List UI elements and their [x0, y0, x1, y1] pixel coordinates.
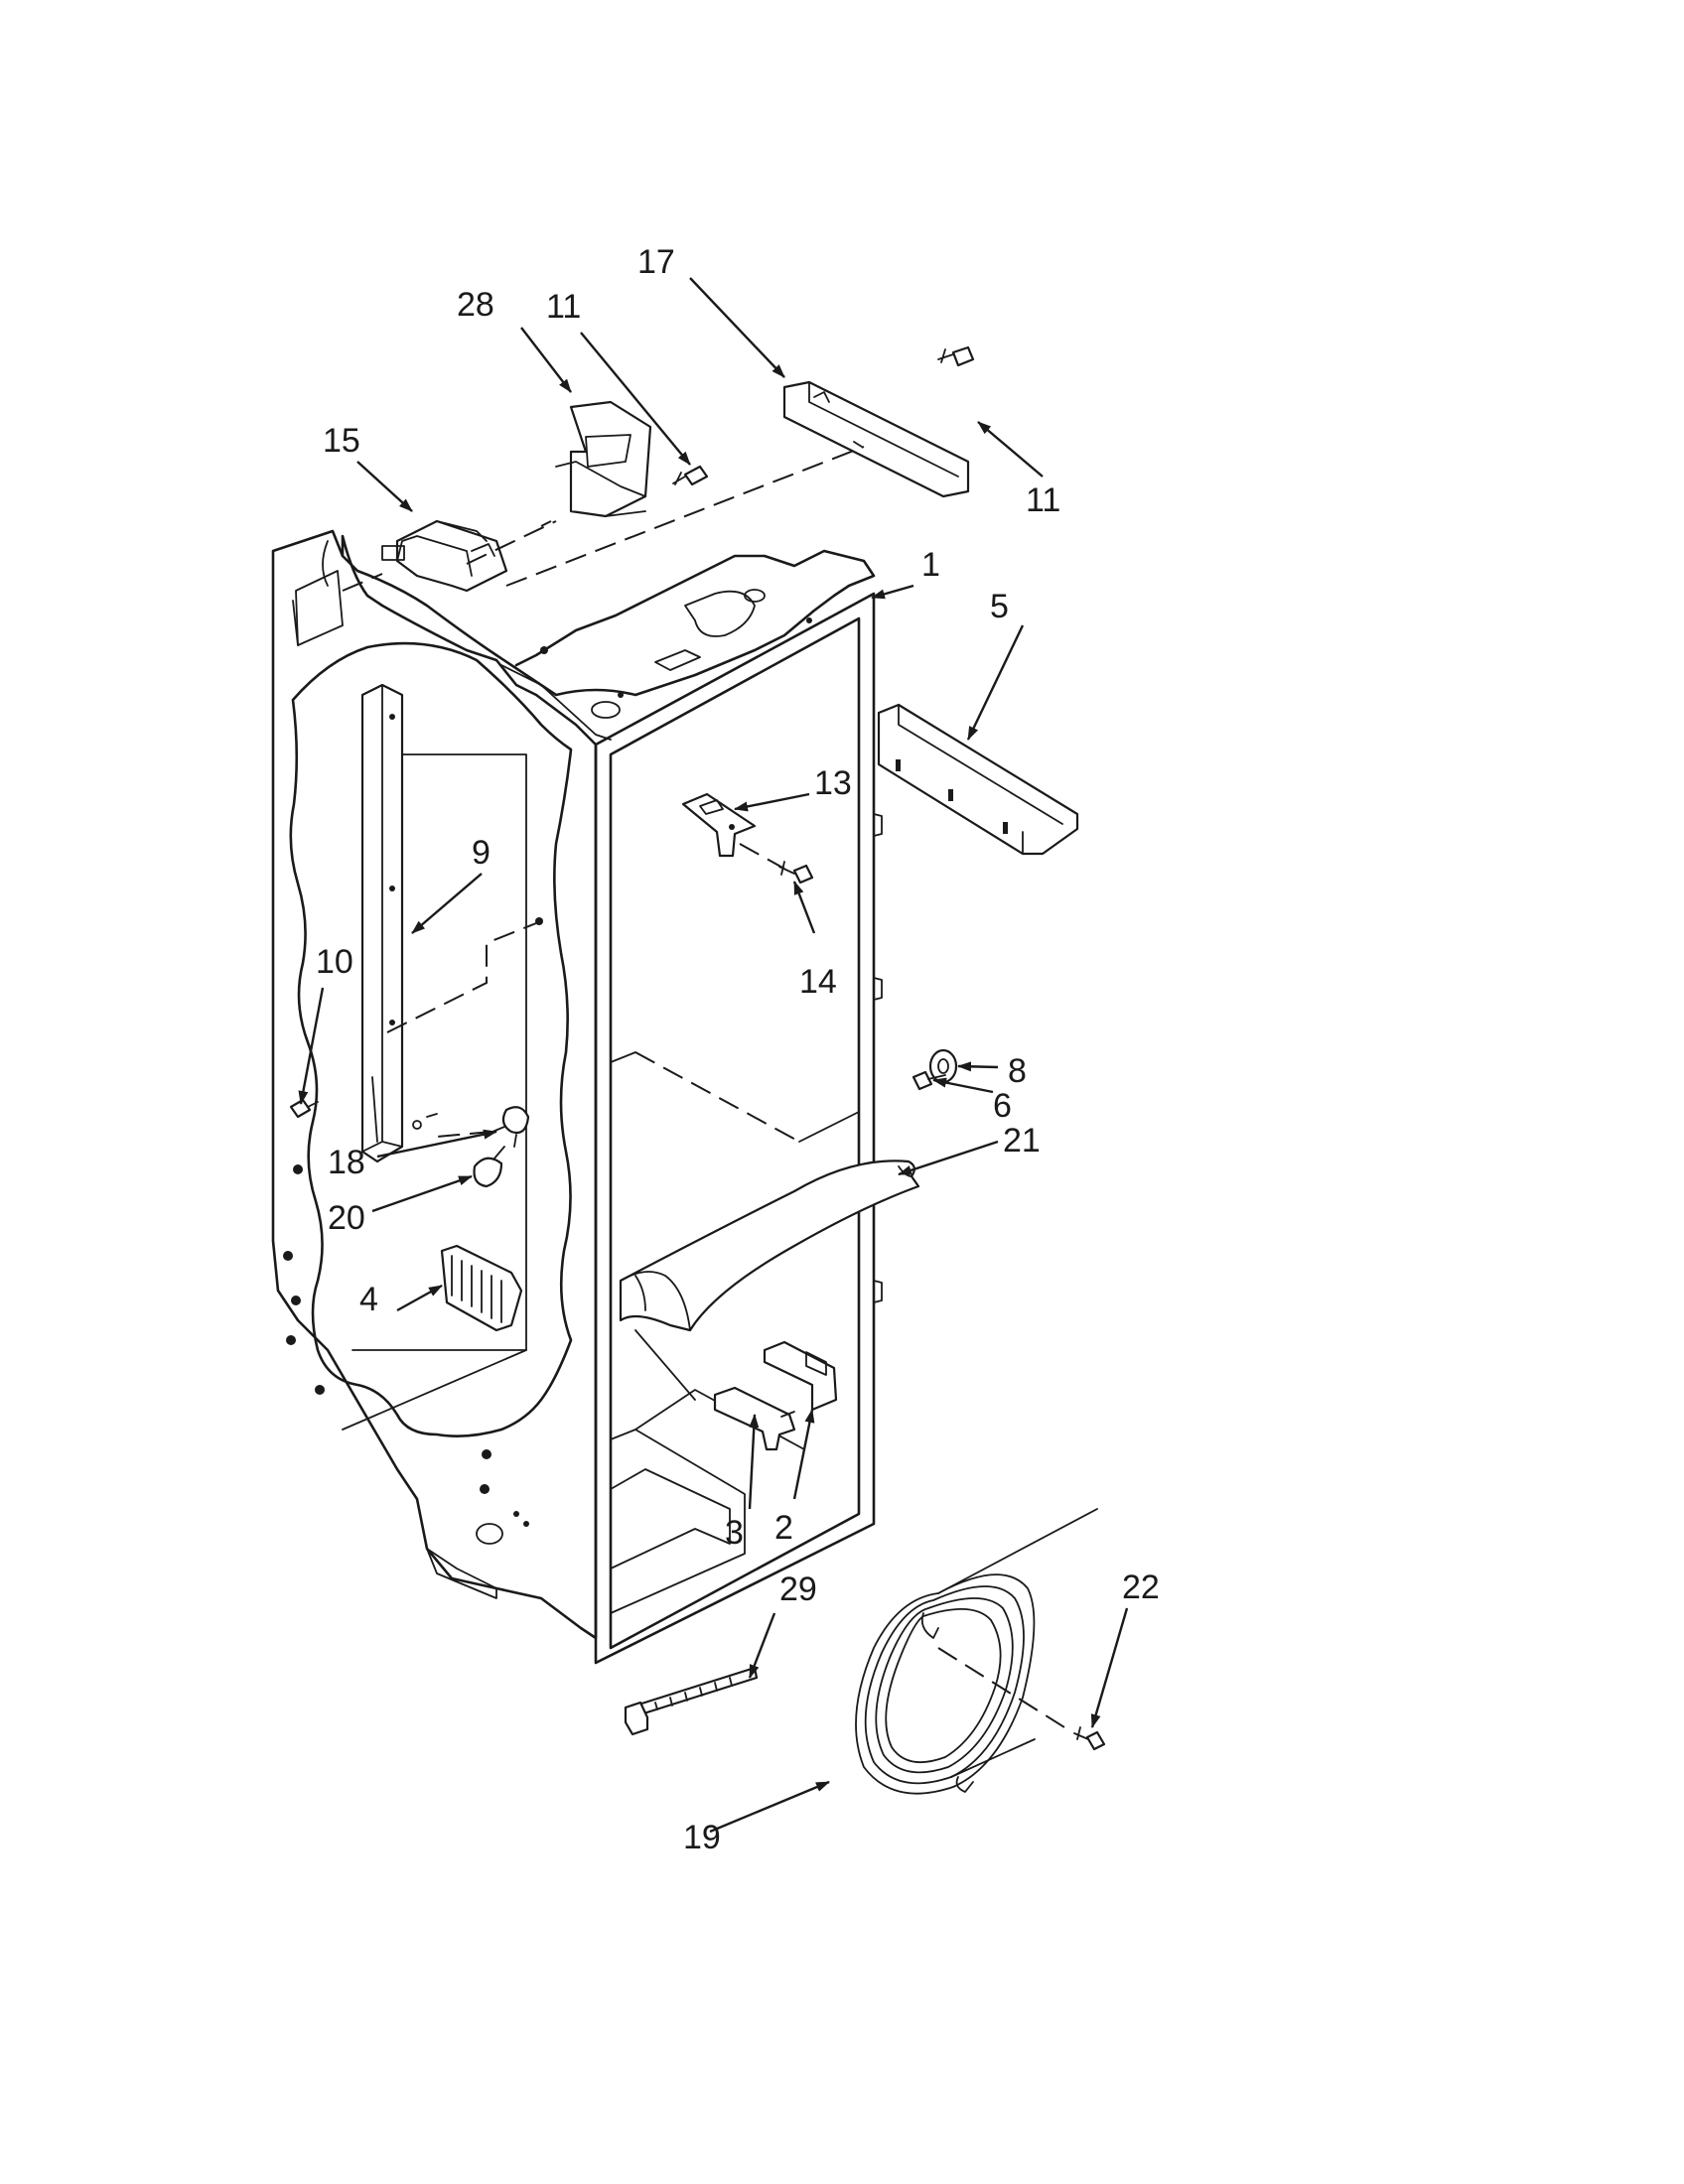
assembly-line-15: [466, 520, 557, 565]
callout-2: 2: [774, 1509, 793, 1547]
part-8-grommet: [928, 1048, 958, 1084]
callout-19: 19: [683, 1819, 721, 1856]
callout-6: 6: [993, 1087, 1012, 1125]
part-13-bracket: [681, 792, 757, 858]
cabinet-liner: [271, 529, 883, 1665]
part-11-screw-right: [937, 345, 975, 367]
assembly-line-22: [937, 1647, 1073, 1733]
part-11-screw-left: [672, 465, 709, 486]
part-2-bracket: [763, 1340, 838, 1412]
part-19-tubing-coil: [855, 1508, 1098, 1795]
callout-22: 22: [1122, 1569, 1160, 1606]
callout-arrows: [298, 277, 1129, 1834]
part-29-cable-tie: [624, 1666, 759, 1736]
part-15-control-housing: [381, 519, 508, 593]
part-6-screw: [912, 1070, 946, 1091]
callout-labels: 1 2 3 4 5 6 8 9 10 11 11 13 14 15 17 18 …: [316, 243, 1160, 1856]
callout-1: 1: [921, 546, 940, 584]
assembly-line-14: [739, 843, 785, 870]
callout-17: 17: [637, 243, 675, 281]
part-17-rail: [782, 380, 970, 498]
callout-29: 29: [779, 1570, 817, 1608]
part-20-bulb: [473, 1146, 505, 1188]
callout-14: 14: [799, 963, 837, 1001]
callout-28: 28: [457, 286, 494, 324]
callout-21: 21: [1003, 1122, 1041, 1160]
part-28-bracket: [555, 400, 652, 518]
part-14-screw: [778, 861, 814, 885]
callout-20: 20: [328, 1199, 365, 1237]
callout-11-right: 11: [1026, 481, 1060, 519]
assembly-line-28: [540, 520, 552, 527]
callout-5: 5: [990, 588, 1009, 625]
callout-10: 10: [316, 943, 353, 981]
assembly-line-17: [505, 446, 865, 587]
assembly-line-15b: [342, 573, 383, 592]
part-9-rail: [360, 683, 404, 1163]
callout-11-left: 11: [546, 288, 581, 326]
callout-9: 9: [472, 834, 491, 872]
part-21-duct: [619, 1160, 920, 1332]
assembly-line-9: [386, 922, 537, 1033]
part-4-grille: [440, 1244, 523, 1332]
callout-3: 3: [725, 1514, 744, 1552]
part-5-channel: [877, 703, 1079, 856]
callout-8: 8: [1008, 1052, 1027, 1090]
callout-15: 15: [323, 422, 360, 460]
part-18-socket: [412, 1106, 530, 1148]
callout-18: 18: [328, 1144, 365, 1181]
callout-13: 13: [814, 764, 852, 802]
part-22-screw: [1073, 1726, 1106, 1751]
callout-4: 4: [359, 1281, 378, 1318]
